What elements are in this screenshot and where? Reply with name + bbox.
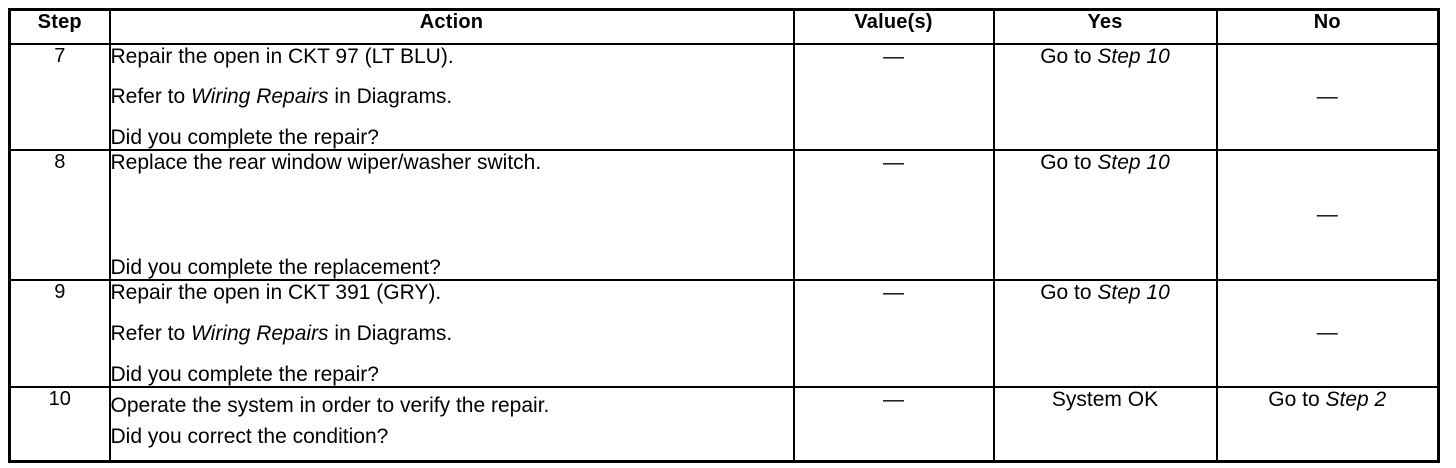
action-line: Replace the rear window wiper/washer swi… bbox=[110, 150, 542, 174]
yes-cell: Go to Step 10 bbox=[992, 42, 1218, 151]
no-cell: — bbox=[1215, 148, 1440, 281]
action-line bbox=[111, 203, 793, 226]
step-reference: Step 10 bbox=[1097, 280, 1170, 304]
yes-cell: Go to Step 10 bbox=[992, 278, 1218, 388]
step-reference: Step 10 bbox=[1097, 150, 1170, 174]
action-cell: Operate the system in order to verify th… bbox=[108, 385, 795, 463]
column-header-values: Value(s) bbox=[792, 8, 995, 45]
no-cell: — bbox=[1215, 42, 1440, 151]
dash-glyph: — bbox=[883, 44, 904, 68]
no-cell: Go to Step 2 bbox=[1215, 385, 1440, 463]
header-row: Step Action Value(s) Yes No bbox=[8, 8, 1440, 45]
reference-title: Wiring Repairs bbox=[191, 321, 329, 345]
no-cell: — bbox=[1215, 278, 1440, 388]
action-cell: Replace the rear window wiper/washer swi… bbox=[108, 148, 795, 281]
step-number-cell: 10 bbox=[8, 385, 111, 463]
action-line: Refer to Wiring Repairs in Diagrams. bbox=[110, 321, 453, 345]
action-line-group: Repair the open in CKT 391 (GRY). Refer t… bbox=[111, 281, 793, 386]
action-cell: Repair the open in CKT 97 (LT BLU). Refer… bbox=[108, 42, 795, 151]
action-line: Did you correct the condition? bbox=[110, 424, 389, 448]
yes-cell: Go to Step 10 bbox=[992, 148, 1218, 281]
action-cell: Repair the open in CKT 391 (GRY). Refer t… bbox=[108, 278, 795, 388]
dash-glyph: — bbox=[883, 387, 904, 411]
step-number-cell: 9 bbox=[8, 278, 111, 388]
dash-glyph: — bbox=[883, 150, 904, 174]
value-cell: — bbox=[792, 278, 995, 388]
column-header-action: Action bbox=[108, 8, 795, 45]
step-number-cell: 7 bbox=[8, 42, 111, 151]
value-cell: — bbox=[792, 148, 995, 281]
action-line: Did you complete the repair? bbox=[110, 362, 379, 386]
column-header-step: Step bbox=[8, 8, 111, 45]
action-line: Did you complete the repair? bbox=[110, 125, 379, 149]
yes-cell: System OK bbox=[992, 385, 1218, 463]
action-line: Did you complete the replacement? bbox=[110, 255, 441, 279]
step-reference: Step 2 bbox=[1325, 387, 1387, 411]
action-line: Repair the open in CKT 391 (GRY). bbox=[110, 280, 442, 304]
dash-glyph: — bbox=[883, 280, 904, 304]
action-line: Repair the open in CKT 97 (LT BLU). bbox=[110, 44, 454, 68]
value-cell: — bbox=[792, 42, 995, 151]
action-line: Operate the system in order to verify th… bbox=[110, 393, 550, 417]
action-line: Refer to Wiring Repairs in Diagrams. bbox=[110, 85, 453, 108]
column-header-no: No bbox=[1215, 8, 1440, 45]
column-header-yes: Yes bbox=[992, 8, 1218, 45]
action-line-group: Operate the system in order to verify th… bbox=[111, 394, 793, 461]
action-line-group: Repair the open in CKT 97 (LT BLU). Refer… bbox=[111, 45, 793, 149]
value-cell: — bbox=[792, 385, 995, 463]
action-line-group: Replace the rear window wiper/washer swi… bbox=[111, 151, 793, 279]
reference-title: Wiring Repairs bbox=[191, 85, 329, 108]
table-header: Step Action Value(s) Yes No bbox=[8, 8, 1440, 45]
step-number-cell: 8 bbox=[8, 148, 111, 281]
step-reference: Step 10 bbox=[1097, 44, 1170, 68]
